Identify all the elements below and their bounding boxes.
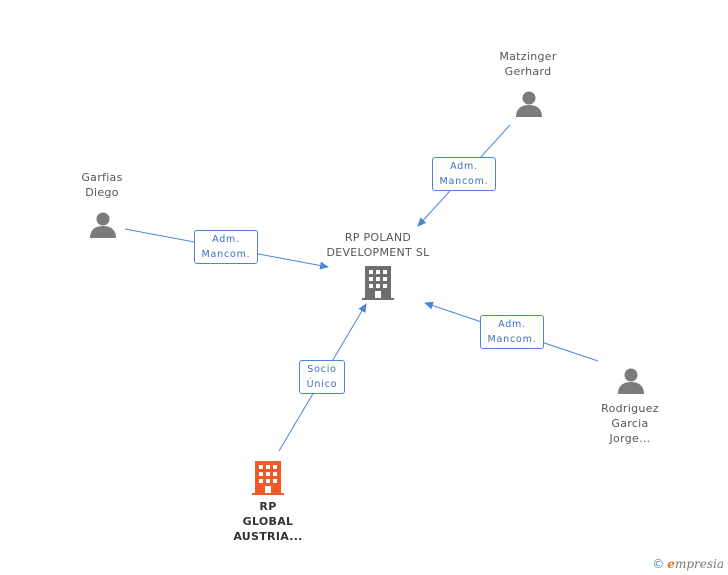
node-label-line: GLOBAL — [242, 515, 294, 528]
edge-label-rodriguez: Adm. Mancom. — [480, 315, 544, 349]
node-label-center[interactable]: RP POLAND DEVELOPMENT SL — [318, 230, 438, 260]
building-icon — [362, 266, 394, 300]
person-icon — [516, 91, 542, 117]
person-icon — [618, 368, 644, 394]
node-label-line: RP POLAND — [344, 231, 412, 244]
edge-label-line: Adm. — [450, 161, 478, 172]
node-label-line: DEVELOPMENT SL — [326, 246, 430, 259]
building-icon-highlight — [252, 461, 284, 495]
node-label-rodriguez[interactable]: Rodriguez Garcia Jorge... — [580, 401, 680, 446]
edge-label-line: Adm. — [212, 234, 240, 245]
node-label-rp-global[interactable]: RP GLOBAL AUSTRIA... — [218, 499, 318, 544]
node-label-line: AUSTRIA... — [233, 530, 303, 543]
node-label-line: Garcia — [611, 417, 649, 430]
copyright-icon: © — [652, 557, 665, 571]
person-icon — [90, 212, 116, 238]
edge-label-line: Mancom. — [487, 334, 537, 345]
node-label-line: Matzinger — [499, 50, 557, 63]
node-label-line: Garfias — [81, 171, 123, 184]
edge-label-line: Único — [306, 379, 338, 390]
node-label-line: Gerhard — [504, 65, 552, 78]
brand-logo: ©empresia — [652, 557, 724, 571]
edge-label-line: Socio — [307, 364, 337, 375]
edge-label-matzinger: Adm. Mancom. — [432, 157, 496, 191]
brand-name: mpresia — [674, 557, 724, 571]
node-label-line: Jorge... — [609, 432, 651, 445]
edge-label-garfias: Adm. Mancom. — [194, 230, 258, 264]
edge-label-line: Mancom. — [439, 176, 489, 187]
node-label-line: Diego — [85, 186, 119, 199]
node-label-matzinger[interactable]: Matzinger Gerhard — [478, 49, 578, 79]
node-label-garfias[interactable]: Garfias Diego — [52, 170, 152, 200]
brand-initial: e — [667, 557, 675, 571]
edge-label-rp-global: Socio Único — [299, 360, 345, 394]
node-label-line: Rodriguez — [601, 402, 659, 415]
node-label-line: RP — [259, 500, 277, 513]
edge-label-line: Adm. — [498, 319, 526, 330]
edge-label-line: Mancom. — [201, 249, 251, 260]
